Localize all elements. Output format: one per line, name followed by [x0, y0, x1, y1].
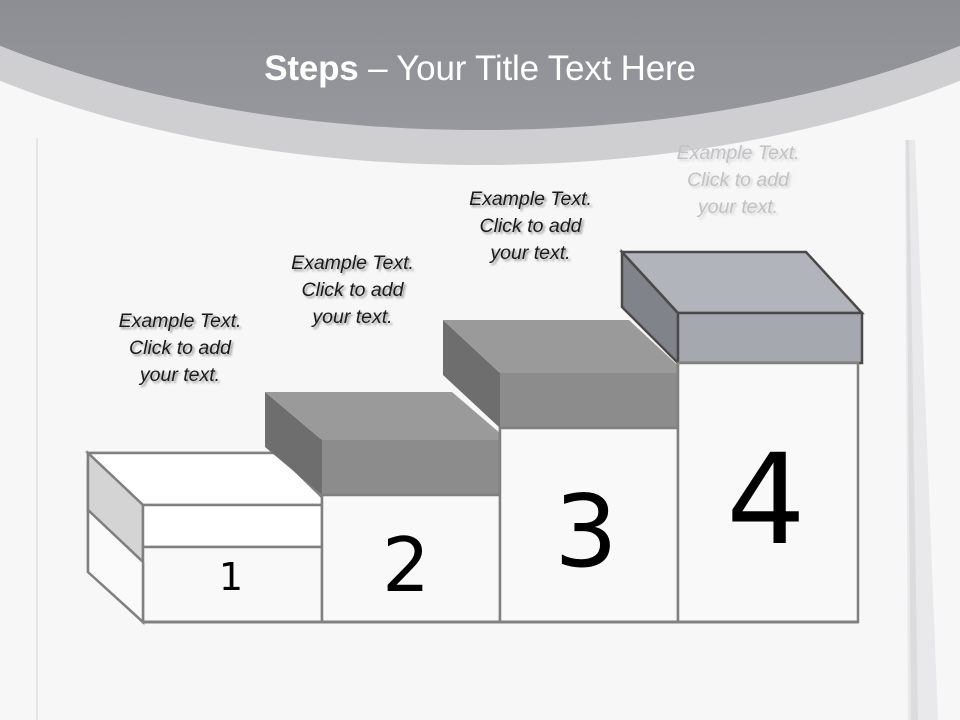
step-number-3: 3 [554, 473, 618, 590]
step-number-1: 1 [218, 555, 244, 599]
step-caption-2[interactable]: Example Text. Click to add your text. [291, 252, 414, 328]
step-3-slab-side [443, 320, 500, 428]
step-2-slab-side [265, 392, 322, 495]
slide-title: Steps – Your Title Text Here [0, 47, 960, 91]
step-2-slab-top [265, 392, 508, 440]
step-number-2: 2 [382, 521, 430, 609]
step-3-slab-front [500, 373, 686, 428]
step-block-2[interactable] [265, 392, 510, 624]
step-1-slab-front-face [141, 503, 332, 549]
right-accent-line [906, 140, 918, 720]
header-banner [0, 0, 960, 130]
title-rest-part: – Your Title Text Here [358, 49, 696, 88]
step-caption-1[interactable]: Example Text. Click to add your text. [118, 310, 242, 386]
step-caption-3[interactable]: Example Text. Click to add your text. [469, 188, 592, 264]
step-block-3[interactable] [443, 320, 688, 624]
step-number-4: 4 [726, 428, 806, 573]
step-block-4[interactable] [619, 248, 865, 624]
step-4-slab-front [676, 311, 864, 365]
step-caption-4[interactable]: Example Text. Click to add your text. [676, 142, 800, 218]
step-2-slab-front [322, 440, 508, 495]
step-3-slab-top [443, 320, 686, 373]
title-bold-part: Steps [264, 49, 359, 88]
step-block-1[interactable] [84, 450, 334, 625]
